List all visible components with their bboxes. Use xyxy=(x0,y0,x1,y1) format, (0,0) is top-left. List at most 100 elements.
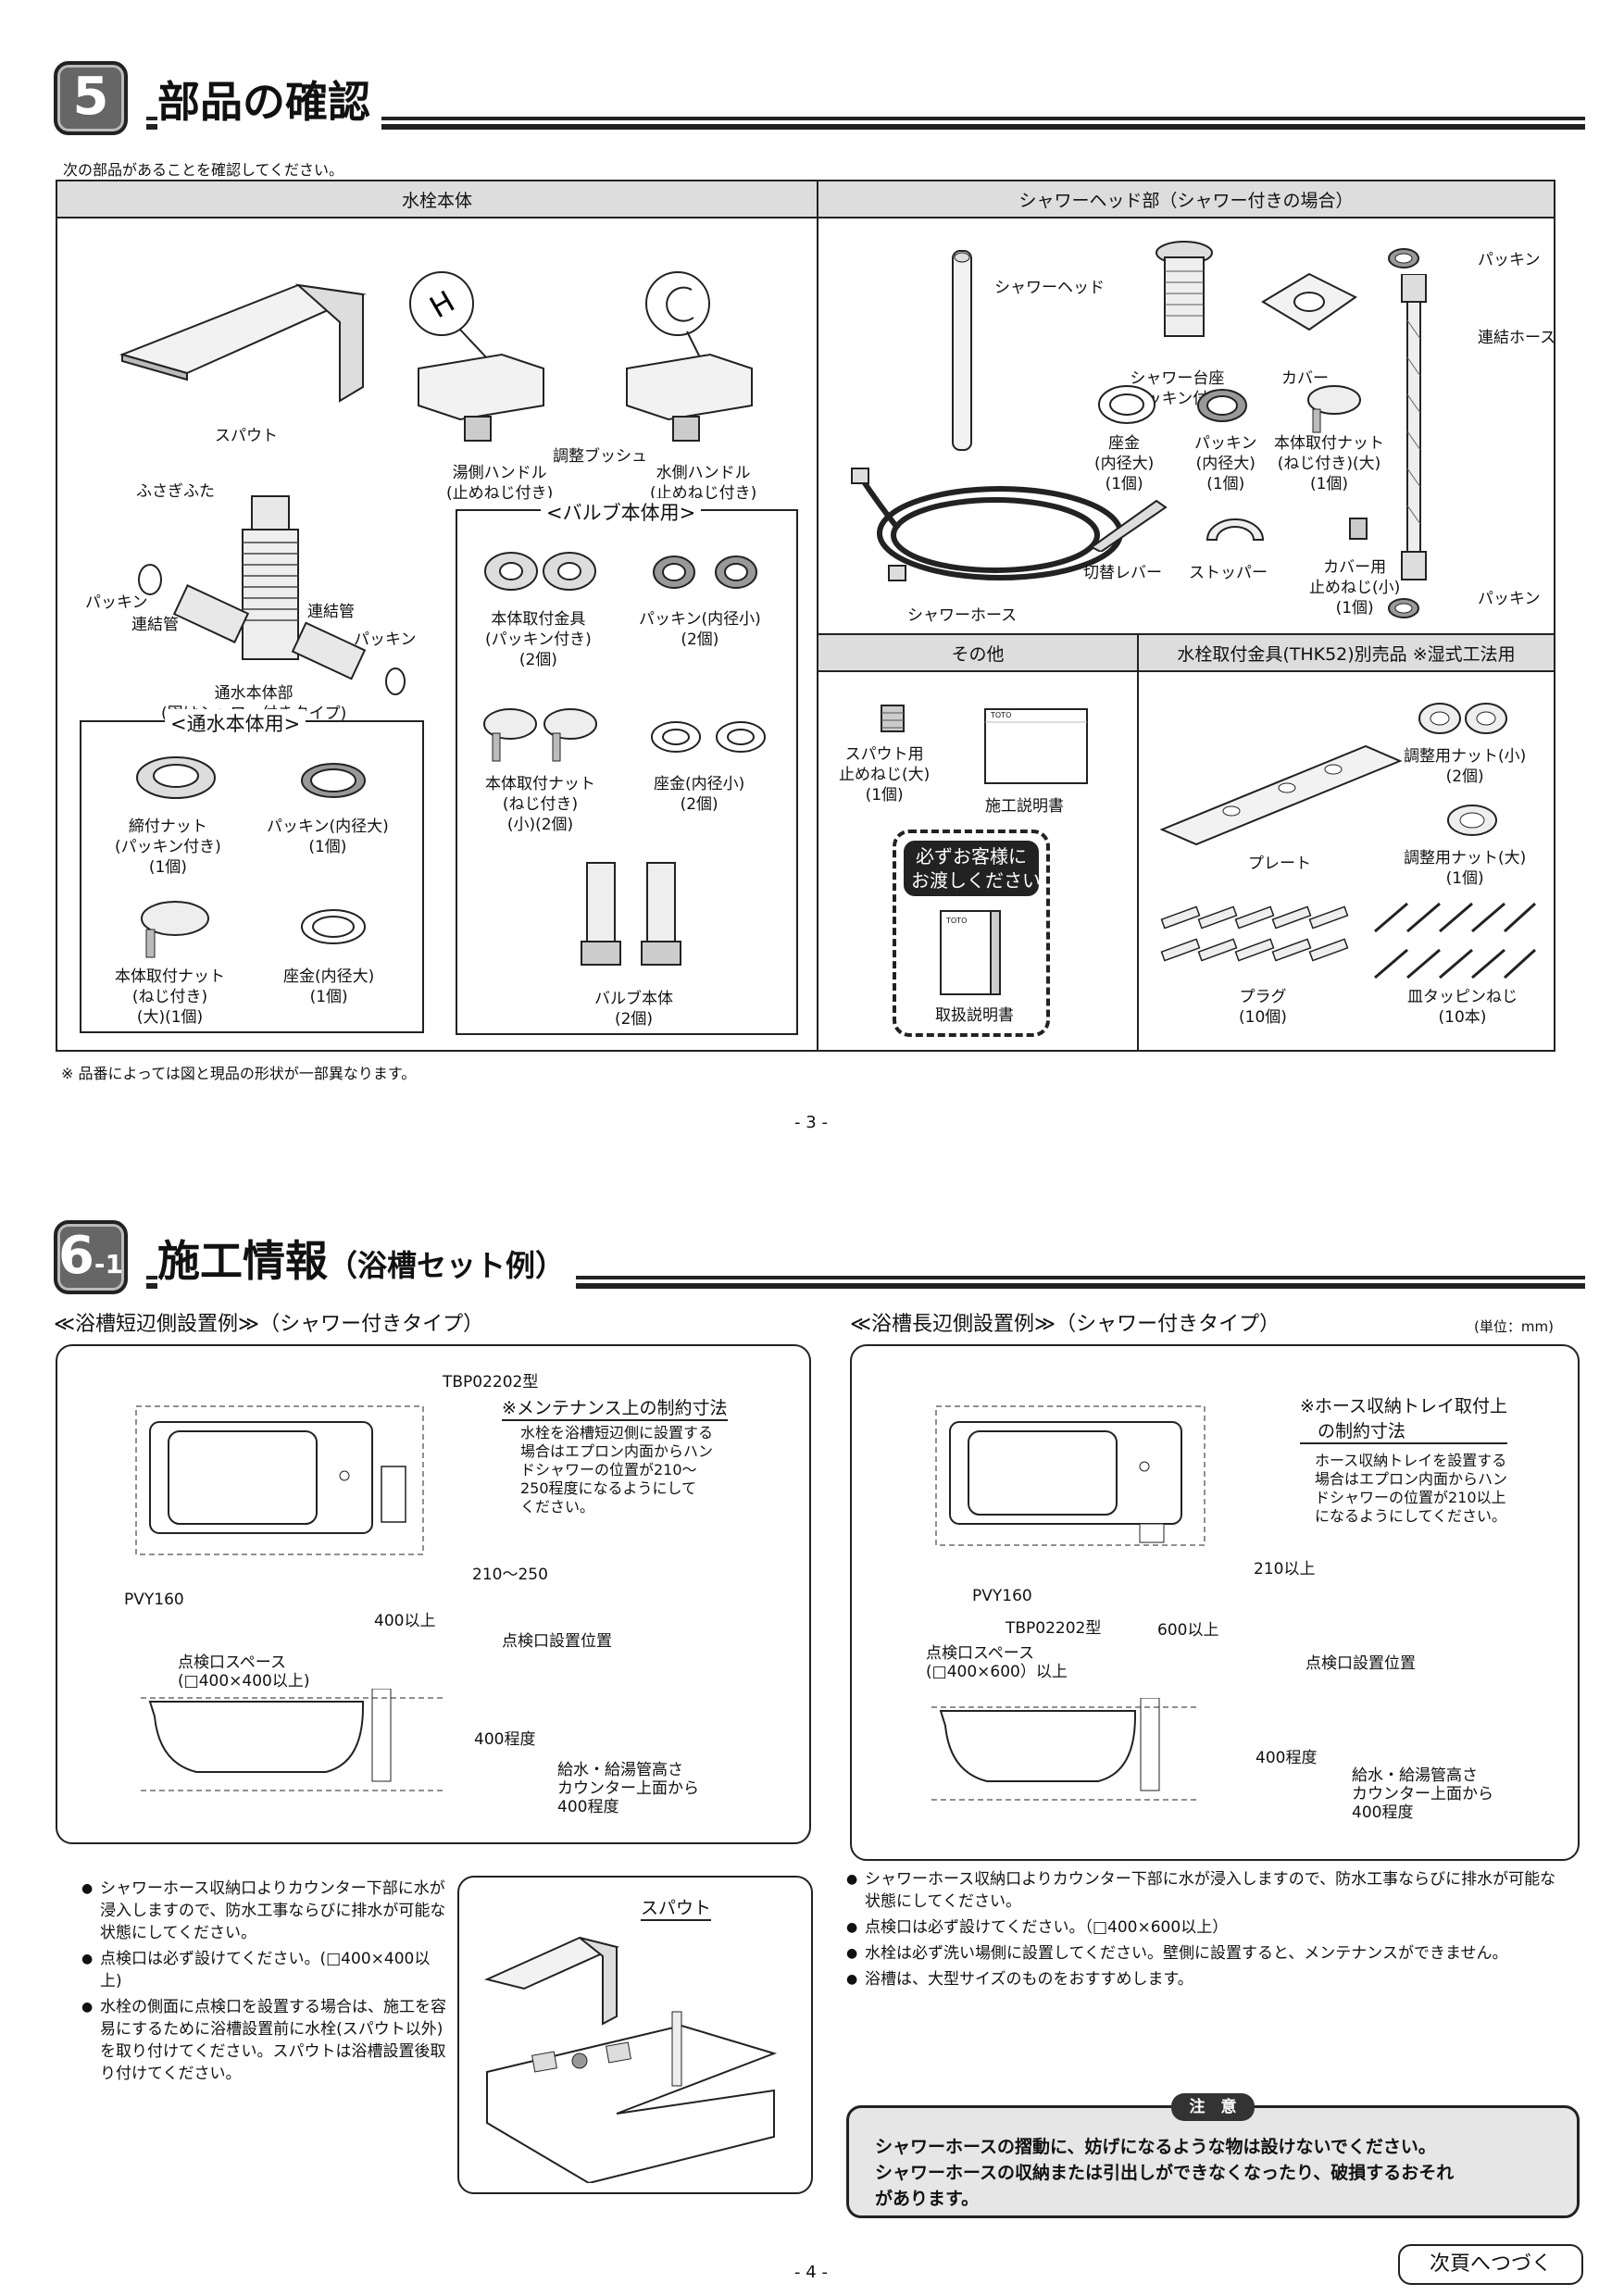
spout-screw-illustration xyxy=(881,705,905,732)
adjust-bush-label: 調整ブッシュ xyxy=(553,447,647,466)
left-bullet-3: 水栓の側面に点検口を設置する場合は、施工を容易にするために浴槽設置前に水栓(スパ… xyxy=(81,1996,448,2085)
left-tub-section xyxy=(141,1689,446,1791)
valve-body-illustration xyxy=(581,862,681,966)
caution-tag: 注 意 xyxy=(1171,2093,1255,2121)
cover-illustration xyxy=(1261,272,1357,331)
right-diagram: ※ホース収納トレイ取付上 の制約寸法 ホース収納トレイを設置する 場合はエプロン… xyxy=(850,1344,1580,1861)
right-bullet-2: 点検口は必ず設けてください。（□400×600以上） xyxy=(846,1916,1568,1939)
right-hose-text: ホース収納トレイを設置する 場合はエプロン内面からハン ドシャワーの位置が210… xyxy=(1315,1452,1508,1525)
water-parts-box: <通水本体用> 締付ナット (パッキン付き) (1個) パッキン(内径大) (1… xyxy=(80,709,424,1033)
adj-nut-small-illustration xyxy=(1418,703,1507,734)
page-number-3: - 3 - xyxy=(794,1113,828,1132)
zagane-sh-label: 座金 (内径大) (1個) xyxy=(1094,434,1155,493)
packing-top-label: パッキン xyxy=(1478,251,1541,269)
section5-number: 5 xyxy=(54,61,128,135)
spout-screw-label: スパウト用 止めねじ(大) (1個) xyxy=(839,745,931,805)
right-bullet-1: シャワーホース収納口よりカウンター下部に水が浸入しますので、防水工事ならびに排水… xyxy=(846,1868,1568,1913)
right-dim-210: 210以上 xyxy=(1254,1560,1316,1578)
zagane-small-label: 座金(内径小) (2個) xyxy=(654,775,745,814)
plate-illustration xyxy=(1159,744,1403,846)
valve-box-title: <バルブ本体用> xyxy=(541,498,702,526)
user-manual-label: 取扱説明書 xyxy=(935,1006,1014,1025)
right-inspect-space: 点検口スペース (□400×600）以上 xyxy=(926,1644,1068,1681)
handover-pill: 必ずお客様に お渡しください xyxy=(904,841,1041,896)
left-tub-plan xyxy=(135,1405,424,1555)
valve-parts-box: <バルブ本体用> 本体取付金具 (パッキン付き) (2個) パッキン(内径小) … xyxy=(456,498,798,1035)
left-inspect-pos: 点検口設置位置 xyxy=(502,1632,612,1651)
body-nut-large-illustration xyxy=(141,901,209,958)
left-bullet-2: 点検口は必ず設けてください。(□400×400以上) xyxy=(81,1948,448,1992)
section5-intro: 次の部品があることを確認してください。 xyxy=(63,161,344,179)
left-maint-text: 水栓を浴槽短辺側に設置する 場合はエプロン内面からハン ドシャワーの位置が210… xyxy=(520,1424,714,1516)
body-nut-small-illustration xyxy=(483,708,597,762)
right-dim-600: 600以上 xyxy=(1157,1621,1219,1640)
valve-body-label: バルブ本体 (2個) xyxy=(594,990,673,1029)
body-nut-large-label: 本体取付ナット (ねじ付き) (大)(1個) xyxy=(115,967,225,1027)
left-bullets: シャワーホース収納口よりカウンター下部に水が浸入しますので、防水工事ならびに排水… xyxy=(81,1878,448,2089)
left-dim-400: 400以上 xyxy=(374,1612,436,1630)
next-page-button[interactable]: 次頁へつづく xyxy=(1398,2244,1583,2285)
section5-rule xyxy=(146,117,1585,130)
body-nut-small-label: 本体取付ナット (ねじ付き) (小)(2個) xyxy=(485,775,595,834)
section5-footnote: ※ 品番によっては図と現品の形状が一部異なります。 xyxy=(61,1065,417,1082)
packing-bottom-illustration xyxy=(1388,598,1419,618)
plate-label: プレート xyxy=(1248,855,1311,873)
packing-bottom-label: パッキン xyxy=(1478,590,1541,608)
shower-parts-cell: シャワーヘッド シャワー台座 (パッキン付き) カバー パッキン xyxy=(817,217,1555,635)
right-example-heading: ≪浴槽長辺側設置例≫（シャワー付きタイプ） xyxy=(850,1313,1280,1336)
kirikae-lever-illustration xyxy=(1090,499,1168,552)
shower-head-illustration xyxy=(952,250,972,451)
col-header-shower: シャワーヘッド部（シャワー付きの場合） xyxy=(817,180,1555,218)
spout-install-box: スパウト xyxy=(457,1876,813,2194)
mount-parts-cell: 調整用ナット(小) (2個) プレート 調整用ナット(大) (1個) xyxy=(1137,670,1555,1052)
right-tub-plan xyxy=(935,1405,1206,1546)
zagane-sh-illustration xyxy=(1098,385,1156,424)
nut-sh-label: 本体取付ナット (ねじ付き)(大) (1個) xyxy=(1274,434,1384,493)
section6-title: 施工情報（浴槽セット例） xyxy=(157,1228,577,1289)
packing-small-illustration xyxy=(653,555,757,589)
hot-handle-illustration: H xyxy=(409,271,544,442)
shower-base-illustration xyxy=(1156,241,1213,337)
section6-header: 6-1 施工情報（浴槽セット例） xyxy=(54,1217,1585,1294)
left-dim-210: 210～250 xyxy=(472,1566,548,1584)
shimetsuke-nut-label: 締付ナット (パッキン付き) (1個) xyxy=(115,817,221,877)
fusagi-futa-label: ふさぎふた xyxy=(136,482,215,501)
user-manual-illustration xyxy=(940,910,1001,995)
packing-right-label: パッキン xyxy=(354,630,417,649)
faucet-body-cell: スパウト H 湯側ハンドル (止めねじ付き) 水側ハンドル (止めねじ付き) 調… xyxy=(56,217,818,1052)
cover-screw-label: カバー用 止めねじ(小) (1個) xyxy=(1309,558,1401,618)
body-mount-label: 本体取付金具 (パッキン付き) (2個) xyxy=(485,610,592,669)
right-model: TBP02202型 xyxy=(1006,1619,1102,1638)
section5-header: 5 部品の確認 xyxy=(54,57,1585,135)
install-manual-logo: TOTO xyxy=(991,711,1012,719)
right-inspect-pos: 点検口設置位置 xyxy=(1305,1654,1416,1673)
right-pvy: PVY160 xyxy=(972,1587,1032,1605)
install-manual-label: 施工説明書 xyxy=(985,797,1064,816)
shower-hose-label: シャワーホース xyxy=(907,606,1018,625)
zagane-small-illustration xyxy=(651,721,766,753)
nut-sh-illustration xyxy=(1307,385,1361,433)
left-pvy: PVY160 xyxy=(124,1591,184,1609)
plug-label: プラグ (10個) xyxy=(1239,988,1287,1027)
right-dim-height: 400程度 xyxy=(1255,1749,1318,1767)
tapping-screw-label: 皿タッピンねじ (10本) xyxy=(1407,988,1518,1027)
stopper-label: ストッパー xyxy=(1189,564,1268,582)
right-hose-title: ※ホース収納トレイ取付上 の制約寸法 xyxy=(1300,1392,1507,1444)
packing-large-illustration xyxy=(301,763,366,798)
water-box-title: <通水本体用> xyxy=(165,709,306,737)
right-tub-section xyxy=(931,1698,1200,1801)
unit-note: (単位：mm) xyxy=(1474,1318,1554,1335)
col-header-faucet-body: 水栓本体 xyxy=(56,180,818,218)
tapping-screw-illustration xyxy=(1374,902,1537,980)
shower-head-label: シャワーヘッド xyxy=(994,279,1105,297)
caution-box: 注 意 シャワーホースの摺動に、妨げになるような物は設けないでください。 シャワ… xyxy=(846,2093,1580,2218)
col-header-other: その他 xyxy=(817,633,1139,672)
caution-text: シャワーホースの摺動に、妨げになるような物は設けないでください。 シャワーホース… xyxy=(875,2137,1455,2209)
parts-table: 水栓本体 シャワーヘッド部（シャワー付きの場合） スパウト H 湯側ハンドル (… xyxy=(56,180,1555,1052)
left-inspect-space: 点検口スペース (□400×400以上) xyxy=(178,1653,310,1691)
left-bullet-1: シャワーホース収納口よりカウンター下部に水が浸入しますので、防水工事ならびに排水… xyxy=(81,1878,448,1944)
right-bullets: シャワーホース収納口よりカウンター下部に水が浸入しますので、防水工事ならびに排水… xyxy=(846,1868,1568,1994)
spout-illustration xyxy=(119,283,367,403)
spout-install-label: スパウト xyxy=(641,1894,712,1921)
zagane-large-label: 座金(内径大) (1個) xyxy=(283,967,375,1006)
